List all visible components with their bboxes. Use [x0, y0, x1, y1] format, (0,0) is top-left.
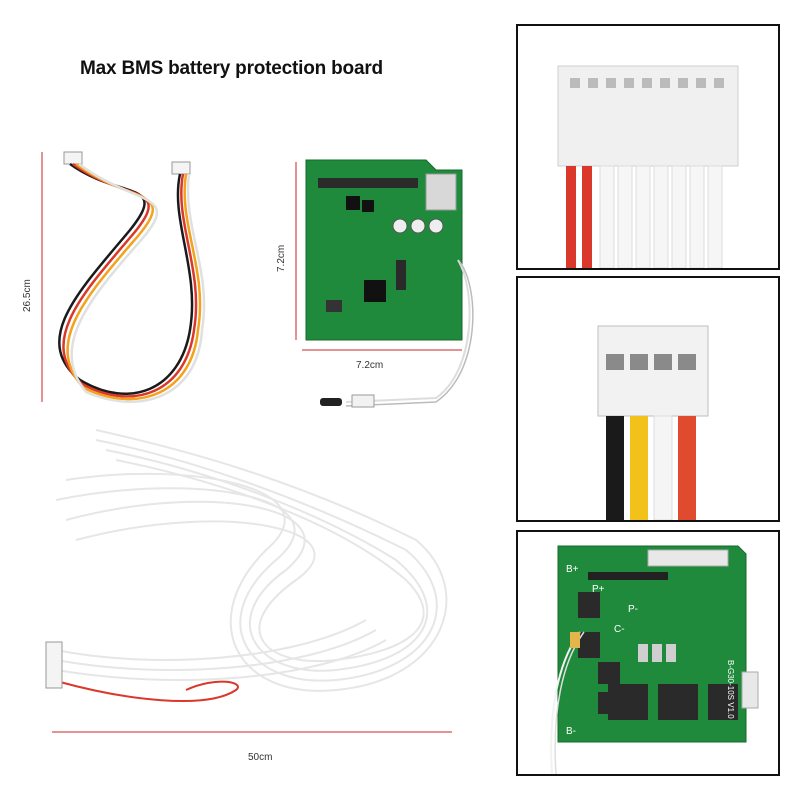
controller-chip	[364, 280, 386, 302]
pcb-label-p-minus: P-	[628, 604, 638, 615]
pcb-closeup-panel: B+ P+ P- C- B- B-G30-10S V1.0	[516, 530, 780, 776]
balance-connector-image	[557, 65, 739, 268]
black-wire	[606, 416, 624, 520]
four-pin-connector-image	[597, 325, 709, 520]
harness-length-label: 50cm	[248, 752, 273, 763]
page-title: Max BMS battery protection board	[80, 58, 383, 79]
thermistor	[320, 398, 342, 406]
pcb	[305, 159, 463, 341]
yellow-wire	[630, 416, 648, 520]
resistor-row	[318, 178, 418, 188]
cable-connector-left	[63, 151, 83, 165]
red-wire	[678, 416, 696, 520]
pcb-label-p-plus: P+	[592, 584, 605, 595]
pcb-label-b-minus: B-	[566, 726, 576, 737]
board-width-label: 7.2cm	[356, 360, 384, 371]
board-height-label: 7.2cm	[276, 244, 287, 272]
balance-cable-image	[41, 151, 206, 403]
white-wire	[653, 415, 673, 520]
cable-connector-right	[171, 161, 191, 175]
connector-closeup-panel	[516, 24, 780, 270]
pcb-model-label: B-G30-10S V1.0	[726, 660, 735, 719]
balance-harness-image	[45, 429, 452, 733]
cable-length-label: 26.5cm	[22, 279, 33, 312]
pcb-label-b-plus: B+	[566, 564, 579, 575]
harness-connector	[45, 641, 63, 689]
four-pin-housing	[597, 325, 709, 417]
red-wire-1	[566, 166, 576, 268]
red-wire-2	[582, 166, 592, 268]
bms-board-image	[295, 159, 474, 408]
pcb-connector	[425, 173, 457, 211]
thermistor-connector	[351, 394, 375, 408]
pcb-closeup-image: B+ P+ P- C- B- B-G30-10S V1.0	[550, 545, 759, 774]
four-pin-connector-panel	[516, 276, 780, 522]
pcb-label-c-minus: C-	[614, 624, 625, 635]
top-connector	[647, 549, 729, 567]
